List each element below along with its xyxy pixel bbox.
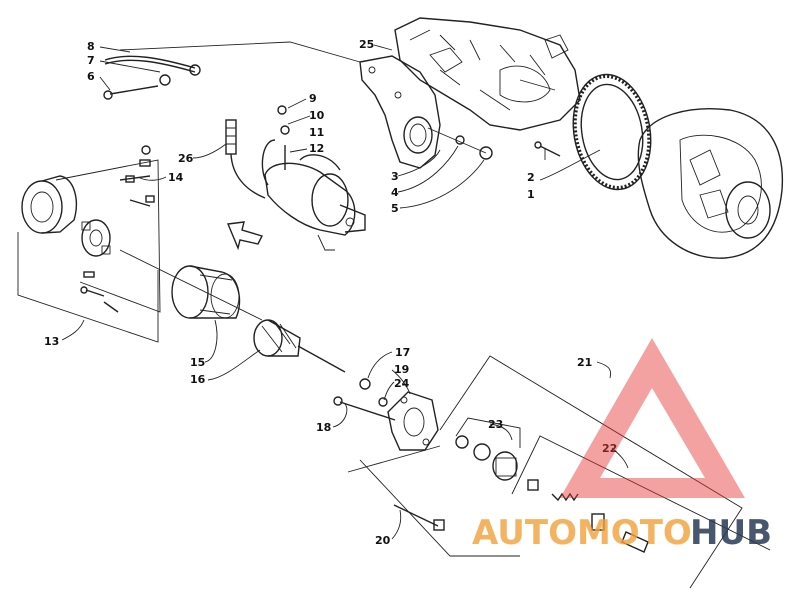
callout-23: 23 [488, 418, 503, 431]
callout-12: 12 [309, 142, 324, 155]
callout-4: 4 [391, 186, 399, 199]
flywheel [637, 108, 784, 259]
callout-19: 19 [394, 363, 409, 376]
callout-26: 26 [178, 152, 194, 165]
armature [253, 319, 346, 373]
direction-arrow [226, 221, 263, 251]
starter-motor [264, 154, 366, 251]
watermark-text-automoto: AUTOMOTO [472, 513, 692, 553]
drive-spring [551, 492, 579, 502]
callout-16: 16 [190, 373, 206, 386]
callout-8: 8 [87, 40, 95, 53]
field-frame [171, 265, 241, 319]
triangle-logo-icon [560, 338, 745, 498]
callout-3: 3 [391, 170, 399, 183]
callout-7: 7 [87, 54, 95, 67]
nut [479, 146, 493, 160]
callout-10: 10 [309, 109, 325, 122]
through-bolt [339, 401, 396, 421]
ground-cable [103, 55, 201, 100]
mounting-bracket [359, 55, 441, 169]
callout-1: 1 [527, 188, 535, 201]
callout-15: 15 [190, 356, 205, 369]
callout-14: 14 [168, 171, 184, 184]
callout-24: 24 [394, 377, 410, 390]
callout-17: 17 [395, 346, 410, 359]
drive-end-housing [387, 391, 439, 451]
end-housing [21, 175, 78, 234]
callout-25: 25 [359, 38, 374, 51]
callout-5: 5 [391, 202, 399, 215]
engine-block [394, 17, 581, 131]
watermark-logo [560, 338, 745, 498]
callout-20: 20 [375, 534, 391, 547]
callout-22: 22 [602, 442, 617, 455]
battery-cable [225, 119, 276, 199]
long-bolt [393, 504, 439, 527]
callout-6: 6 [87, 70, 95, 83]
callout-21: 21 [577, 356, 592, 369]
watermark-text-hub: HUB [690, 513, 772, 553]
callout-2: 2 [527, 171, 535, 184]
bolt [539, 145, 561, 157]
callout-18: 18 [316, 421, 331, 434]
brush-holder [81, 219, 111, 257]
callout-9: 9 [309, 92, 317, 105]
callout-13: 13 [44, 335, 59, 348]
ring-gear [572, 73, 652, 191]
callout-labels: 8 7 6 25 9 10 11 12 26 14 3 4 5 2 1 13 1… [44, 38, 617, 547]
callout-11: 11 [309, 126, 324, 139]
leader-lines [61, 44, 629, 540]
